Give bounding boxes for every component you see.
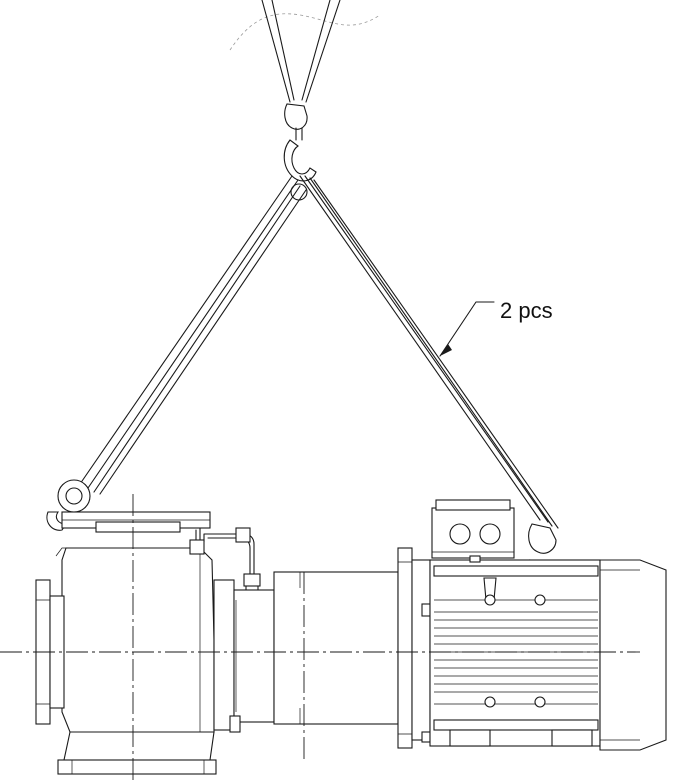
motor-fan-cover <box>599 559 667 751</box>
gauge-pipe <box>189 527 261 599</box>
sling-right <box>299 175 559 529</box>
callout-leader <box>439 301 495 357</box>
motor-body <box>429 559 601 747</box>
pump-casing <box>35 511 217 775</box>
sling-left <box>79 175 307 495</box>
crane-outline <box>229 13 381 51</box>
sling-quantity-label: 2 pcs <box>500 298 553 323</box>
coupling-guard <box>273 571 399 725</box>
shackle-left <box>46 479 91 531</box>
motor-flange <box>397 547 431 749</box>
center-lines <box>0 494 640 780</box>
crane-hook <box>283 103 317 201</box>
crane-rope <box>261 0 341 103</box>
bearing-housing <box>213 579 275 733</box>
terminal-box <box>431 499 515 563</box>
